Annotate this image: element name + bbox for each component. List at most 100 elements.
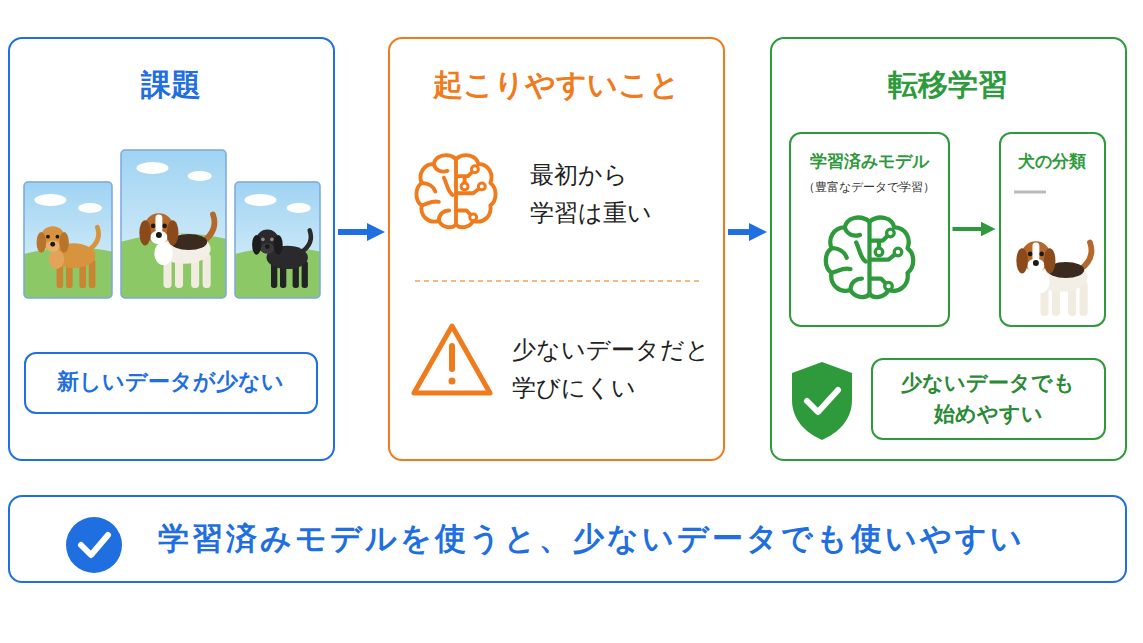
illustration-part xyxy=(1016,248,1028,273)
illustration-part xyxy=(49,250,64,269)
illustration-part xyxy=(66,517,122,573)
illustration-part xyxy=(470,214,477,221)
illustration-part xyxy=(59,232,69,253)
node-heading: 学習済みモデルを使うと、少ないデータでも使いやすい xyxy=(158,518,1108,558)
illustration-part xyxy=(449,346,455,369)
check-circle-icon xyxy=(66,517,122,573)
illustration-part xyxy=(870,218,914,298)
illustration-part xyxy=(461,183,468,190)
illustration-part xyxy=(151,224,156,229)
divider-line xyxy=(415,280,700,282)
illustration-part xyxy=(792,362,852,440)
illustration-part xyxy=(245,194,277,206)
illustration-part xyxy=(1027,259,1044,273)
node-heading: 課題 xyxy=(10,65,332,104)
illustration-part xyxy=(1039,252,1044,257)
illustration-part xyxy=(121,150,226,298)
illustration-part xyxy=(167,220,179,245)
illustration-part xyxy=(456,155,496,227)
dog-classification-box: 犬の分類 xyxy=(999,132,1106,327)
problem-box: 新しいデータが少ない xyxy=(24,352,318,414)
issue-panel: 起こりやすいこと最初から 学習は重い少ないデータだと 学びにくい xyxy=(388,37,725,461)
illustration-part xyxy=(188,171,212,181)
illustration-part xyxy=(24,182,112,298)
illustration-part xyxy=(478,183,485,190)
brain-icon xyxy=(826,218,913,298)
dog-figure xyxy=(252,230,311,289)
illustration-part xyxy=(89,227,99,250)
illustration-part xyxy=(81,535,108,555)
illustration-part xyxy=(37,232,47,253)
conclusion-banner: 学習済みモデルを使うと、少ないデータでも使いやすい xyxy=(8,495,1127,583)
illustration-part xyxy=(422,183,436,192)
illustration-part xyxy=(414,326,490,393)
illustration-part xyxy=(826,218,870,298)
flow-arrow xyxy=(728,229,753,235)
illustration-part xyxy=(270,238,274,242)
illustration-part xyxy=(261,243,275,254)
brain-icon xyxy=(416,155,495,227)
illustration-part xyxy=(449,378,456,385)
illustration-part xyxy=(154,242,172,265)
placeholder-dash xyxy=(1014,191,1046,194)
illustration-part xyxy=(434,164,448,172)
illustration-part xyxy=(439,210,449,220)
illustration-part xyxy=(265,244,270,249)
illustration-part xyxy=(1044,248,1056,273)
illustration-part xyxy=(1033,260,1039,266)
node-text: 最初から 学習は重い xyxy=(530,156,690,233)
illustration-part xyxy=(832,248,847,258)
illustration-part xyxy=(155,214,162,232)
illustration-part xyxy=(46,241,60,252)
illustration-part xyxy=(287,203,311,213)
illustration-part xyxy=(56,235,60,239)
illustration-part xyxy=(832,269,851,273)
illustration-part xyxy=(261,238,265,242)
illustration-part xyxy=(24,182,112,298)
node-text: 少ないデータだと 学びにくい xyxy=(512,331,714,408)
illustration-part xyxy=(845,227,860,235)
node-heading: 転移学習 xyxy=(772,65,1124,104)
flow-arrow xyxy=(338,229,371,235)
pretrained-model-box: 学習済みモデル （豊富なデータで学習） xyxy=(789,132,950,327)
problem-panel: 課題新しいデータが少ない xyxy=(8,37,335,461)
illustration-part xyxy=(50,242,55,247)
dog-photo-card xyxy=(121,150,226,298)
illustration-part xyxy=(894,248,902,256)
illustration-part xyxy=(46,235,50,239)
illustration-part xyxy=(422,201,439,205)
illustration-part xyxy=(235,182,320,298)
node-heading: 犬の分類 xyxy=(1001,150,1104,172)
illustration-part xyxy=(121,150,226,298)
illustration-part xyxy=(235,182,320,298)
illustration-part xyxy=(121,150,226,298)
dog-photo-card xyxy=(235,182,320,298)
solution-panel: 転移学習学習済みモデル （豊富なデータで学習） 犬の分類少ないデータでも 始めやすい xyxy=(770,37,1127,461)
illustration-part xyxy=(137,162,169,174)
illustration-part xyxy=(444,178,453,195)
illustration-part xyxy=(235,182,320,298)
dog-photo-card xyxy=(24,182,112,298)
dog-figure xyxy=(139,213,214,288)
illustration-part xyxy=(1028,252,1033,257)
node-heading: 新しいデータが少ない xyxy=(57,368,284,397)
illustration-part xyxy=(856,243,866,262)
illustration-part xyxy=(1031,270,1049,293)
illustration-part xyxy=(302,230,311,252)
illustration-part xyxy=(274,235,283,255)
dog-figure xyxy=(1016,241,1091,316)
illustration-part xyxy=(78,203,102,213)
node-text: （豊富なデータで学習） xyxy=(791,180,948,196)
illustration-part xyxy=(851,279,862,290)
node-heading: 起こりやすいこと xyxy=(390,65,722,104)
node-heading: 学習済みモデル xyxy=(791,150,948,172)
illustration-part xyxy=(24,182,112,298)
illustration-part xyxy=(34,194,66,206)
benefit-box: 少ないデータでも 始めやすい xyxy=(871,358,1106,440)
illustration-part xyxy=(252,235,261,255)
shield-check-icon xyxy=(792,362,852,440)
illustration-part xyxy=(807,390,838,412)
illustration-part xyxy=(139,220,151,245)
illustration-part xyxy=(875,248,883,256)
